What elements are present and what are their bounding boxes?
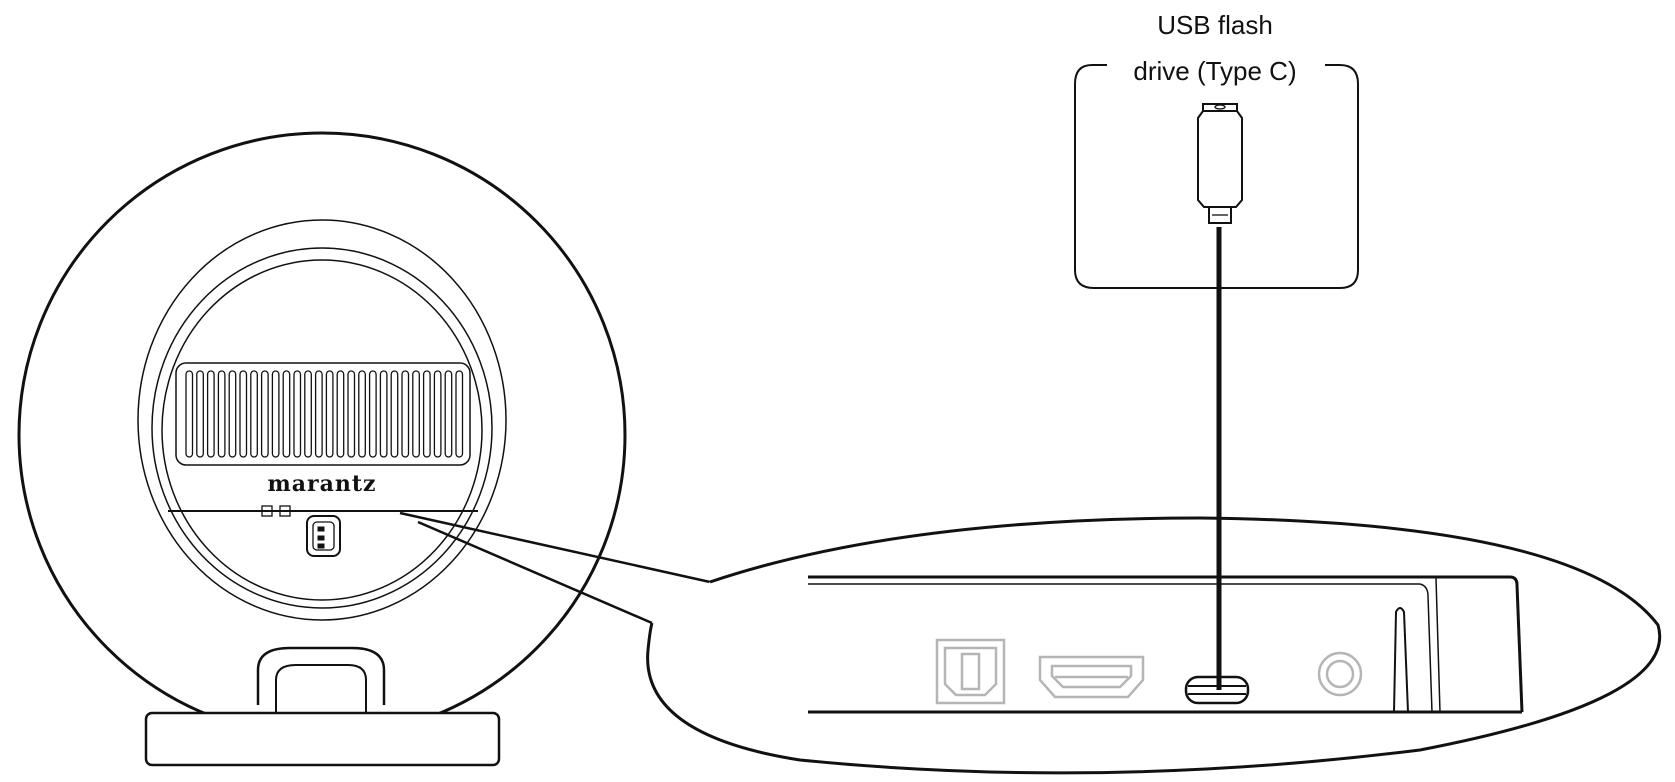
zoom-callout-line [399, 511, 711, 584]
grille-slot [304, 370, 312, 458]
hdmi-port [1038, 655, 1145, 699]
grille-slot [196, 370, 204, 458]
speaker-rear-panel [161, 259, 483, 601]
usb-c-plug [1208, 206, 1232, 224]
grille-slot [206, 370, 215, 458]
power-inlet [306, 515, 341, 557]
brand-logo: marantz [267, 471, 376, 497]
usb-drive-label-line1: USB flash [1157, 10, 1273, 40]
grille-slot [282, 370, 291, 458]
speaker-rear-view: marantz [17, 131, 627, 767]
zoomed-port-panel [646, 516, 1662, 775]
usb-drive-label-line2: drive (Type C) [1133, 56, 1296, 86]
grille-slot [314, 370, 323, 458]
grille-slot [217, 370, 226, 458]
stand-neck [256, 646, 386, 705]
grille-slot [293, 370, 302, 458]
grille-slot [271, 370, 280, 458]
grille-slot [401, 370, 410, 458]
speaker-rear-ring-inner [151, 247, 493, 609]
vent-grille [175, 362, 471, 466]
grille-slot [422, 370, 431, 458]
grille-slot [455, 370, 464, 458]
small-port [279, 505, 291, 517]
usb-drive-callout [1074, 64, 1359, 690]
grille-slot [250, 370, 258, 458]
grille-slot [228, 370, 237, 458]
speaker-rear-ring-outer [137, 219, 507, 621]
optical-port [935, 638, 1006, 705]
zoom-callout-line [417, 520, 653, 625]
stand-base [144, 711, 501, 767]
grille-slot [239, 370, 248, 458]
grille-slot [379, 370, 388, 458]
grille-slots [185, 370, 464, 458]
small-port [261, 505, 273, 517]
grille-slot [444, 370, 453, 458]
grille-slot [336, 370, 345, 458]
antenna-pin [1393, 607, 1409, 713]
grille-slot [390, 370, 399, 458]
grille-slot [412, 370, 420, 458]
usb-flash-drive-icon [1197, 103, 1243, 224]
grille-slot [260, 370, 269, 458]
grille-slot [433, 370, 442, 458]
grille-slot [347, 370, 356, 458]
audio-jack [1317, 651, 1363, 697]
grille-slot [368, 370, 377, 458]
grille-slot [325, 370, 334, 458]
grille-slot [358, 370, 366, 458]
grille-slot [185, 370, 194, 458]
